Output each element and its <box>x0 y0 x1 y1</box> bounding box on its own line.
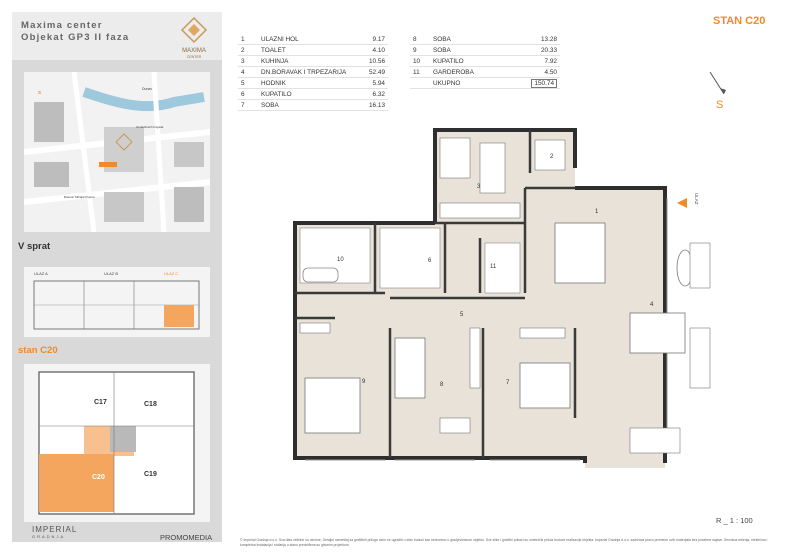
floor-ulaz-c: ULAZ C <box>164 271 178 276</box>
coffee-table <box>629 312 686 354</box>
floor-ulaz-a: ULAZ A <box>34 271 48 276</box>
entry-label: ULAZ <box>694 193 699 205</box>
room-number-6: 6 <box>428 258 432 264</box>
project-title-line2: Objekat GP3 II faza <box>21 32 130 43</box>
maxima-logo-icon: MAXIMA CENTER <box>180 16 208 59</box>
promomedia-label: PROMOMEDIA <box>160 533 213 542</box>
sidebar-panel: Maxima center Objekat GP3 II faza MAXIMA… <box>12 12 222 542</box>
unit-label-c18: C18 <box>144 401 157 408</box>
desk-room-8 <box>439 417 471 434</box>
bed-room-7 <box>519 362 571 409</box>
room-number-4: 4 <box>650 302 654 308</box>
bathtub-icon <box>302 267 339 283</box>
room-number-3: 3 <box>477 184 481 190</box>
kitchen-cabinets <box>439 202 521 219</box>
bed-room-9 <box>304 377 361 434</box>
map-road-label-1: Dunav <box>142 87 152 91</box>
lounge-chairs <box>629 427 681 454</box>
brand-header: Maxima center Objekat GP3 II faza MAXIMA… <box>12 12 222 60</box>
logo-subtext: CENTER <box>187 55 202 59</box>
dining-table-small <box>479 142 506 194</box>
floor-unit-plan-drawing: C17 C18 C20 C19 <box>38 371 195 515</box>
imperial-logo: IMPERIAL GRADNJA <box>32 525 77 539</box>
room-number-7: 7 <box>506 380 510 386</box>
disclaimer-footer: © Imperial Gradnja d.o.o. Sva dala velič… <box>240 538 768 547</box>
armchair-right <box>689 242 711 289</box>
room-number-5: 5 <box>460 312 464 318</box>
unit-label-c17: C17 <box>94 399 107 406</box>
floor-overview-drawing: ULAZ A ULAZ B ULAZ C <box>33 271 200 330</box>
project-title-line1: Maxima center <box>21 20 103 31</box>
compass-icon: S <box>709 71 726 111</box>
map-road-label-3: Omladinskih brigada <box>136 125 164 129</box>
unit-label-c20: C20 <box>92 474 105 481</box>
room-number-10: 10 <box>337 257 344 263</box>
interior-walls <box>295 130 577 458</box>
room-number-8: 8 <box>440 382 444 388</box>
total-label: UKUPNO <box>430 77 508 89</box>
wardrobe-room-8 <box>469 327 481 389</box>
outer-walls <box>293 128 667 463</box>
total-row: UKUPNO 150.74 <box>410 77 560 89</box>
logo-text: MAXIMA <box>182 48 206 54</box>
unit-label-c19: C19 <box>144 471 157 478</box>
map-north-label: S <box>38 90 41 95</box>
floor-ulaz-b: ULAZ B <box>104 271 118 276</box>
scale-label: R _ 1 : 100 <box>716 516 753 525</box>
location-map-drawing: S Dunav Bulevar Mihajla Pupina Omladinsk… <box>24 72 210 232</box>
toilet-fixtures <box>534 139 566 171</box>
room-number-9: 9 <box>362 379 366 385</box>
room-number-11: 11 <box>490 264 497 270</box>
bathroom-fixtures-6 <box>379 227 441 289</box>
wardrobe-room-7 <box>519 327 566 339</box>
kitchen-counter <box>439 137 471 179</box>
wardrobe-hatch <box>484 242 521 294</box>
wardrobe-room-9 <box>299 322 331 334</box>
map-road-label-2: Bulevar Mihajla Pupina <box>64 195 95 199</box>
project-title: Maxima center Objekat GP3 II faza <box>21 20 129 44</box>
floor-unit-plan: C17 C18 C20 C19 <box>24 364 210 522</box>
floor-overview: ULAZ A ULAZ B ULAZ C <box>24 267 210 337</box>
location-map: S Dunav Bulevar Mihajla Pupina Omladinsk… <box>24 72 210 232</box>
floor-title: V sprat <box>18 241 51 252</box>
stan-title: stan C20 <box>18 345 58 356</box>
stan-heading: STAN C20 <box>713 15 766 27</box>
room-number-2: 2 <box>550 154 554 160</box>
bed-room-8 <box>394 337 426 399</box>
imperial-logo-text: IMPERIAL <box>32 525 78 534</box>
compass-label: S <box>716 99 723 111</box>
total-value: 150.74 <box>531 78 557 88</box>
floor-plan: ULAZ 1 2 3 4 5 6 7 8 9 10 11 <box>293 128 711 468</box>
dining-table <box>554 222 606 284</box>
entry-arrow-icon <box>677 198 687 208</box>
sofa <box>689 327 711 389</box>
imperial-logo-subtext: GRADNJA <box>32 534 66 539</box>
room-number-1: 1 <box>595 209 599 215</box>
